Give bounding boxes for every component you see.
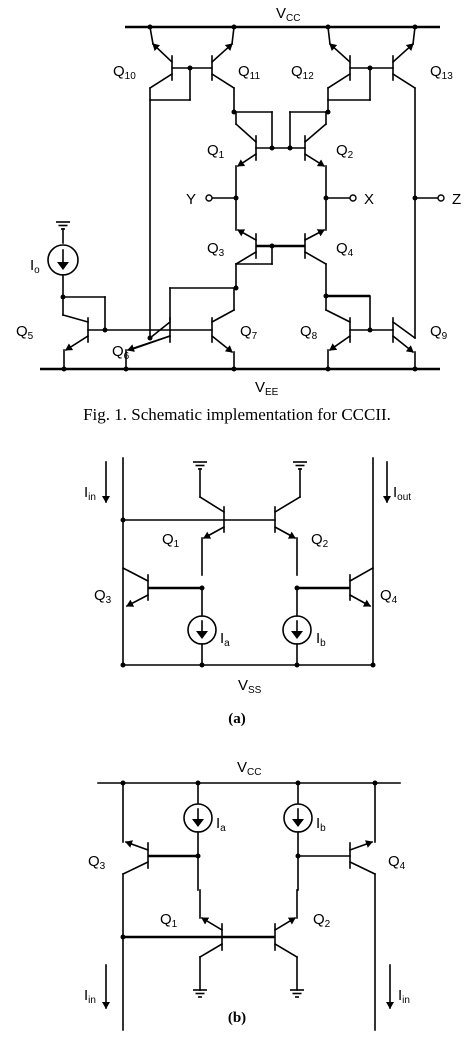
label-q12: Q12 [291, 63, 314, 82]
label-q2-a: Q2 [311, 531, 329, 550]
label-q6: Q6 [112, 343, 130, 362]
transistor-q4-a [348, 566, 375, 608]
label-iout-a: Iout [393, 484, 411, 503]
label-q10: Q10 [113, 63, 136, 82]
vee-label: VEE [255, 379, 279, 398]
label-ib-a: Ib [316, 630, 326, 649]
source-io-label: Io [30, 257, 40, 276]
figure-b-current-mirror: VCC Ia Ib Q3 Q4 [84, 759, 410, 1031]
label-q4-a: Q4 [380, 587, 398, 606]
label-q4-b: Q4 [388, 853, 406, 872]
label-q8: Q8 [300, 323, 318, 342]
terminal-y-label: Y [186, 191, 196, 208]
transistor-q1-b [198, 889, 224, 991]
transistor-q4-b [348, 840, 377, 876]
label-q2: Q2 [336, 142, 354, 161]
label-q4: Q4 [336, 240, 354, 259]
label-q9: Q9 [430, 323, 448, 342]
transistor-q12 [326, 26, 352, 90]
figure-1-caption: Fig. 1. Schematic implementation for CCC… [83, 405, 391, 424]
transistor-q10 [148, 26, 174, 90]
label-q1: Q1 [207, 142, 225, 161]
transistor-q3-b [121, 840, 150, 876]
figure-b-label: (b) [228, 1010, 246, 1026]
label-ia-b: Ia [216, 815, 226, 834]
transistor-q4 [303, 197, 328, 297]
label-q7: Q7 [240, 323, 258, 342]
transistor-q1 [234, 111, 258, 199]
label-q3: Q3 [207, 240, 225, 259]
transistor-q3-a [121, 566, 150, 608]
transistor-q3 [234, 197, 258, 289]
transistor-q2 [303, 111, 328, 199]
transistor-q11 [210, 26, 236, 90]
transistor-q5 [62, 314, 90, 370]
terminal-z-label: Z [452, 191, 461, 208]
figure-a-current-mirror: Iin Iout [84, 457, 411, 727]
label-iin-b-right: Iin [398, 987, 410, 1006]
label-ib-b: Ib [316, 815, 326, 834]
label-q2-b: Q2 [313, 911, 331, 930]
transistor-q2-a [273, 495, 302, 576]
label-q5: Q5 [16, 323, 34, 342]
label-q11: Q11 [238, 63, 260, 82]
label-q1-b: Q1 [160, 911, 178, 930]
figure-1-cccii: VCC VEE [16, 5, 461, 424]
transistor-q2-b [273, 889, 299, 991]
label-iin-a: Iin [84, 484, 96, 503]
transistor-q13 [391, 26, 417, 90]
transistor-q7 [210, 287, 236, 370]
label-q3-b: Q3 [88, 853, 106, 872]
terminal-x-label: X [364, 191, 374, 208]
label-q13: Q13 [430, 63, 453, 82]
label-q3-a: Q3 [94, 587, 112, 606]
transistor-q8 [324, 295, 352, 370]
figure-a-label: (a) [228, 711, 246, 727]
label-vss: VSS [238, 677, 262, 696]
label-iin-b-left: Iin [84, 987, 96, 1006]
transistor-q1-a [198, 495, 226, 576]
label-q1-a: Q1 [162, 531, 180, 550]
label-vcc-b: VCC [237, 759, 261, 778]
transistor-q9 [391, 317, 417, 370]
vcc-label: VCC [276, 5, 300, 24]
label-ia-a: Ia [220, 630, 230, 649]
